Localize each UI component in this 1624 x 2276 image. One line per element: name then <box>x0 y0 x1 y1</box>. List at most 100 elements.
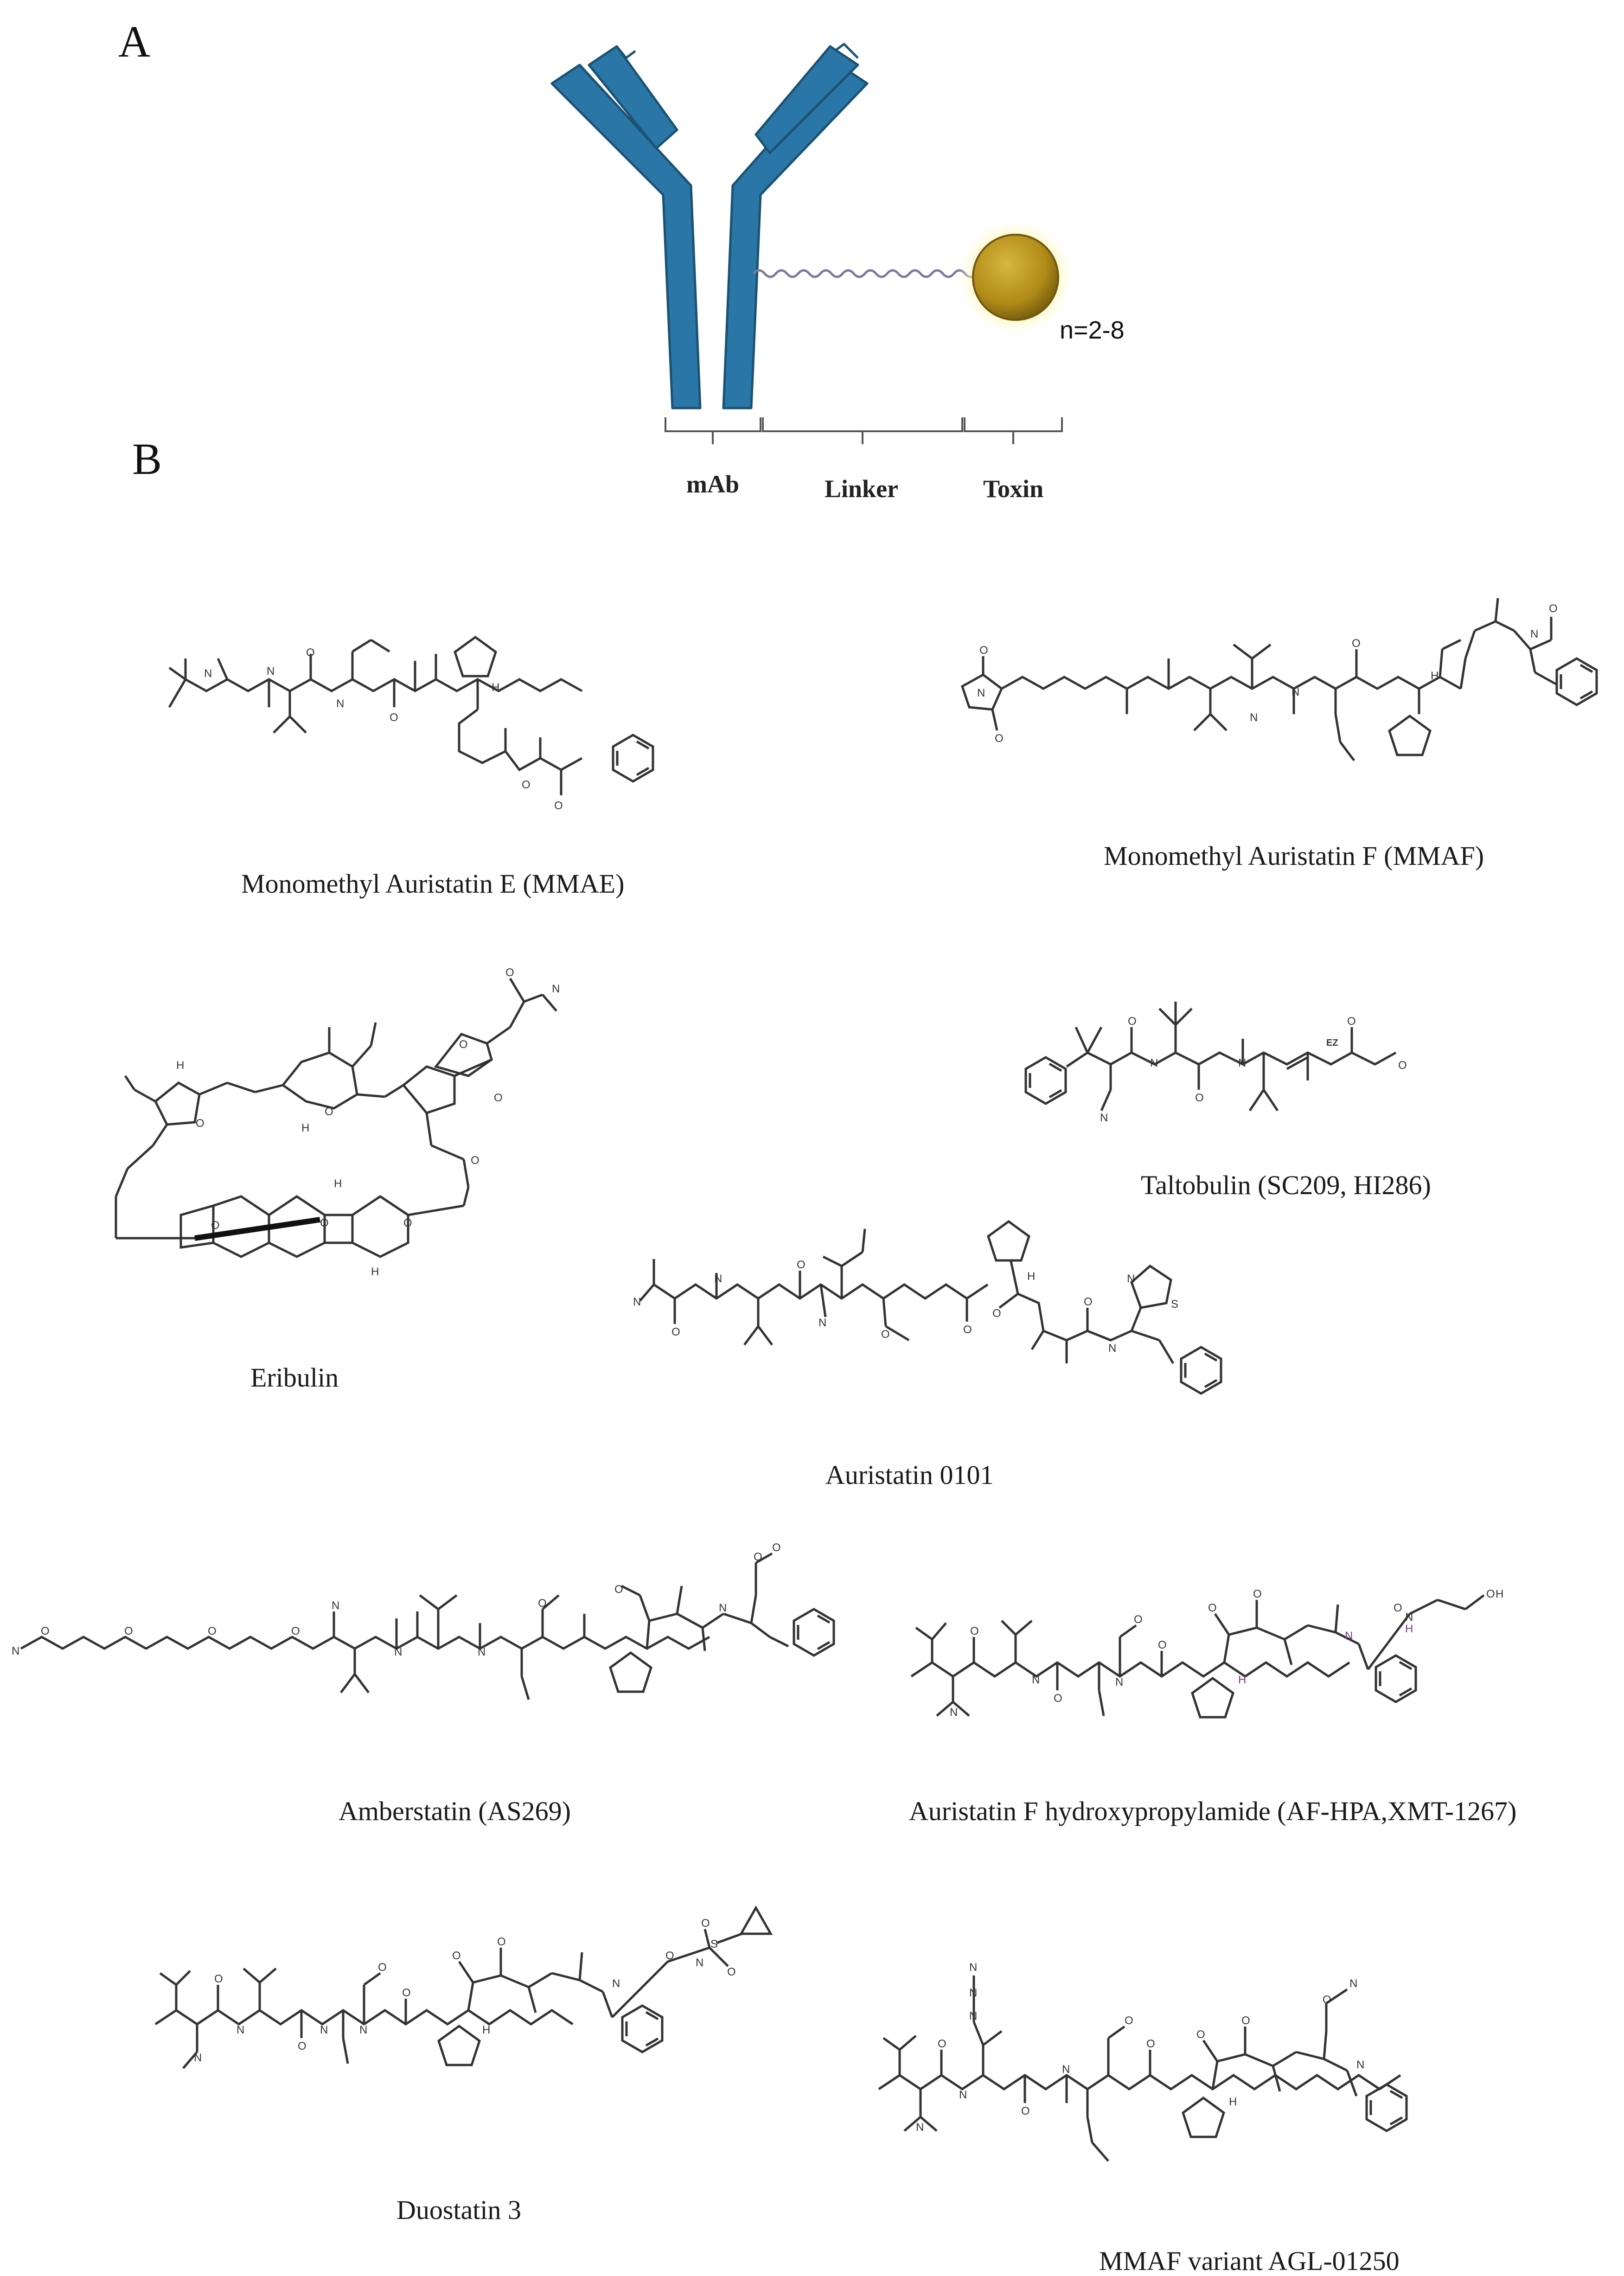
amberstatin-atom-o: O <box>538 1597 547 1610</box>
mmaf-atom-n: N <box>1530 628 1538 640</box>
auristatin-0101-atom-o: O <box>1084 1296 1093 1308</box>
mmaf-atom-n: N <box>1250 711 1258 724</box>
taltobulin-atom-o: O <box>1195 1092 1204 1104</box>
af-hpa-atom-n: N <box>950 1706 958 1719</box>
agl-01250-atom-o: O <box>1241 2014 1250 2027</box>
af-hpa-atom-o: O <box>970 1625 979 1637</box>
af-hpa-atom-o: O <box>1208 1602 1217 1614</box>
af-hpa-structure <box>910 1594 1485 1717</box>
amberstatin-atom-n: N <box>332 1599 339 1612</box>
auristatin-0101-atom-n: N <box>633 1296 641 1308</box>
mmae-atom-o: O <box>522 779 531 791</box>
mmae-atom-o: O <box>306 646 315 659</box>
amberstatin-atom-o: O <box>124 1625 133 1637</box>
duostatin-3-atom-s: S <box>710 1938 718 1950</box>
agl-01250-atom-o: O <box>1146 2038 1155 2050</box>
eribulin-atom-n: N <box>552 983 560 995</box>
amberstatin-phenyl-ring <box>794 1609 834 1656</box>
af-hpa-atom-n: N <box>1405 1611 1413 1624</box>
eribulin-caption: Eribulin <box>250 1362 339 1393</box>
amberstatin-pyrrolidine-ring <box>610 1653 651 1692</box>
eribulin-atom-o: O <box>471 1154 480 1167</box>
amberstatin-atom-n: N <box>719 1602 727 1614</box>
mmae-atom-n: N <box>336 697 344 710</box>
panel-label-a: A <box>118 17 150 66</box>
duostatin-3-atom-o: O <box>665 1950 674 1962</box>
eribulin-atom-o: O <box>494 1092 503 1104</box>
agl-01250-atom-n: N <box>1062 2063 1070 2076</box>
af-hpa-pyrrolidine-ring <box>1192 1678 1233 1717</box>
amberstatin-caption: Amberstatin (AS269) <box>339 1796 571 1826</box>
agl-01250-atom-o: O <box>938 2038 946 2050</box>
agl-01250-structure <box>878 1976 1401 2162</box>
duostatin-3-atom-n: N <box>237 2024 244 2036</box>
agl-01250-atom-n: N <box>969 1961 977 1974</box>
mmaf-structure <box>960 598 1557 761</box>
amberstatin-atom-n: N <box>394 1646 402 1658</box>
dar-label: n=2-8 <box>1060 316 1125 344</box>
agl-01250-atom-n: N <box>969 1987 977 1999</box>
mmae-phenyl-ring <box>613 735 653 781</box>
mmaf-atom-n: N <box>1292 686 1299 698</box>
mmaf-pyrrolidine-ring <box>1389 716 1430 755</box>
mmae-structure <box>168 639 583 795</box>
eribulin-atom-o: O <box>505 966 514 979</box>
agl-01250-atom-o: O <box>1125 2014 1133 2027</box>
mmae-atom-o: O <box>554 799 563 812</box>
eribulin-atom-o: O <box>211 1219 220 1232</box>
af-hpa-atom-h: H <box>1238 1674 1246 1686</box>
eribulin-atom-h: H <box>176 1059 184 1072</box>
af-hpa-atom-o: O <box>1158 1639 1167 1651</box>
taltobulin-atom-o: O <box>1347 1015 1356 1028</box>
duostatin-3-atom-n: N <box>320 2024 328 2036</box>
amberstatin-atom-o: O <box>291 1625 300 1637</box>
mab-label: mAb <box>686 470 739 498</box>
agl-01250-atom-n: N <box>916 2121 924 2134</box>
mmaf-phenyl-ring <box>1557 659 1597 705</box>
duostatin-3-phenyl-ring <box>622 2006 662 2052</box>
agl-01250-atom-h: H <box>1229 2096 1237 2108</box>
taltobulin-atom-n: N <box>1100 1112 1108 1124</box>
taltobulin-phenyl-ring <box>1026 1057 1066 1104</box>
af-hpa-atom-h: H <box>1496 1588 1503 1600</box>
duostatin-3-structure <box>154 1929 742 2069</box>
duostatin-3-atom-o: O <box>298 2040 307 2052</box>
duostatin-3-atom-o: O <box>727 1966 736 1978</box>
mmaf-atom-o: O <box>1352 637 1361 650</box>
antibody-icon <box>550 43 869 409</box>
agl-01250-caption: MMAF variant AGL-01250 <box>1099 2246 1400 2276</box>
amberstatin-atom-o: O <box>41 1625 50 1637</box>
auristatin-0101-phenyl-ring <box>1181 1347 1221 1394</box>
duostatin-3-atom-h: H <box>482 2024 490 2036</box>
eribulin-atom-h: H <box>334 1177 342 1190</box>
amberstatin-atom-o: O <box>754 1551 762 1563</box>
panel-label-b: B <box>132 434 162 484</box>
duostatin-3-atom-n: N <box>359 2024 367 2036</box>
agl-01250-phenyl-ring <box>1367 2084 1407 2131</box>
agl-01250-atom-o: O <box>1196 2028 1205 2041</box>
duostatin-3-pyrrolidine-ring <box>439 2026 480 2065</box>
af-hpa-atom-o: O <box>1394 1602 1402 1614</box>
af-hpa-atom-o: O <box>1486 1588 1495 1600</box>
taltobulin-atom-o: O <box>1128 1015 1137 1028</box>
af-hpa-atom-n: N <box>1345 1630 1353 1642</box>
auristatin-0101-atom-n: N <box>714 1272 722 1285</box>
mmae-atom-n: N <box>267 665 275 678</box>
taltobulin-atom-n: N <box>1150 1057 1158 1069</box>
agl-01250-atom-o: O <box>1021 2105 1030 2117</box>
component-brackets <box>665 417 1063 444</box>
mmae-caption: Monomethyl Auristatin E (MMAE) <box>241 869 624 899</box>
duostatin-3-cyclopropyl-ring <box>741 1908 771 1934</box>
auristatin-0101-caption: Auristatin 0101 <box>825 1460 993 1490</box>
duostatin-3-atom-n: N <box>612 1977 620 1990</box>
auristatin-0101-atom-o: O <box>797 1259 806 1271</box>
taltobulin-caption: Taltobulin (SC209, HI286) <box>1141 1170 1431 1200</box>
mmae-atom-o: O <box>390 711 398 724</box>
auristatin-0101-atom-n: N <box>1127 1272 1135 1285</box>
eribulin-atom-o: O <box>325 1106 333 1118</box>
taltobulin-ez-label: EZ <box>1326 1038 1338 1048</box>
mmaf-caption: Monomethyl Auristatin F (MMAF) <box>1104 841 1484 871</box>
amberstatin-atom-o: O <box>208 1625 217 1637</box>
auristatin-0101-pyrrolidine-ring <box>988 1221 1029 1260</box>
af-hpa-atom-o: O <box>1253 1588 1262 1600</box>
